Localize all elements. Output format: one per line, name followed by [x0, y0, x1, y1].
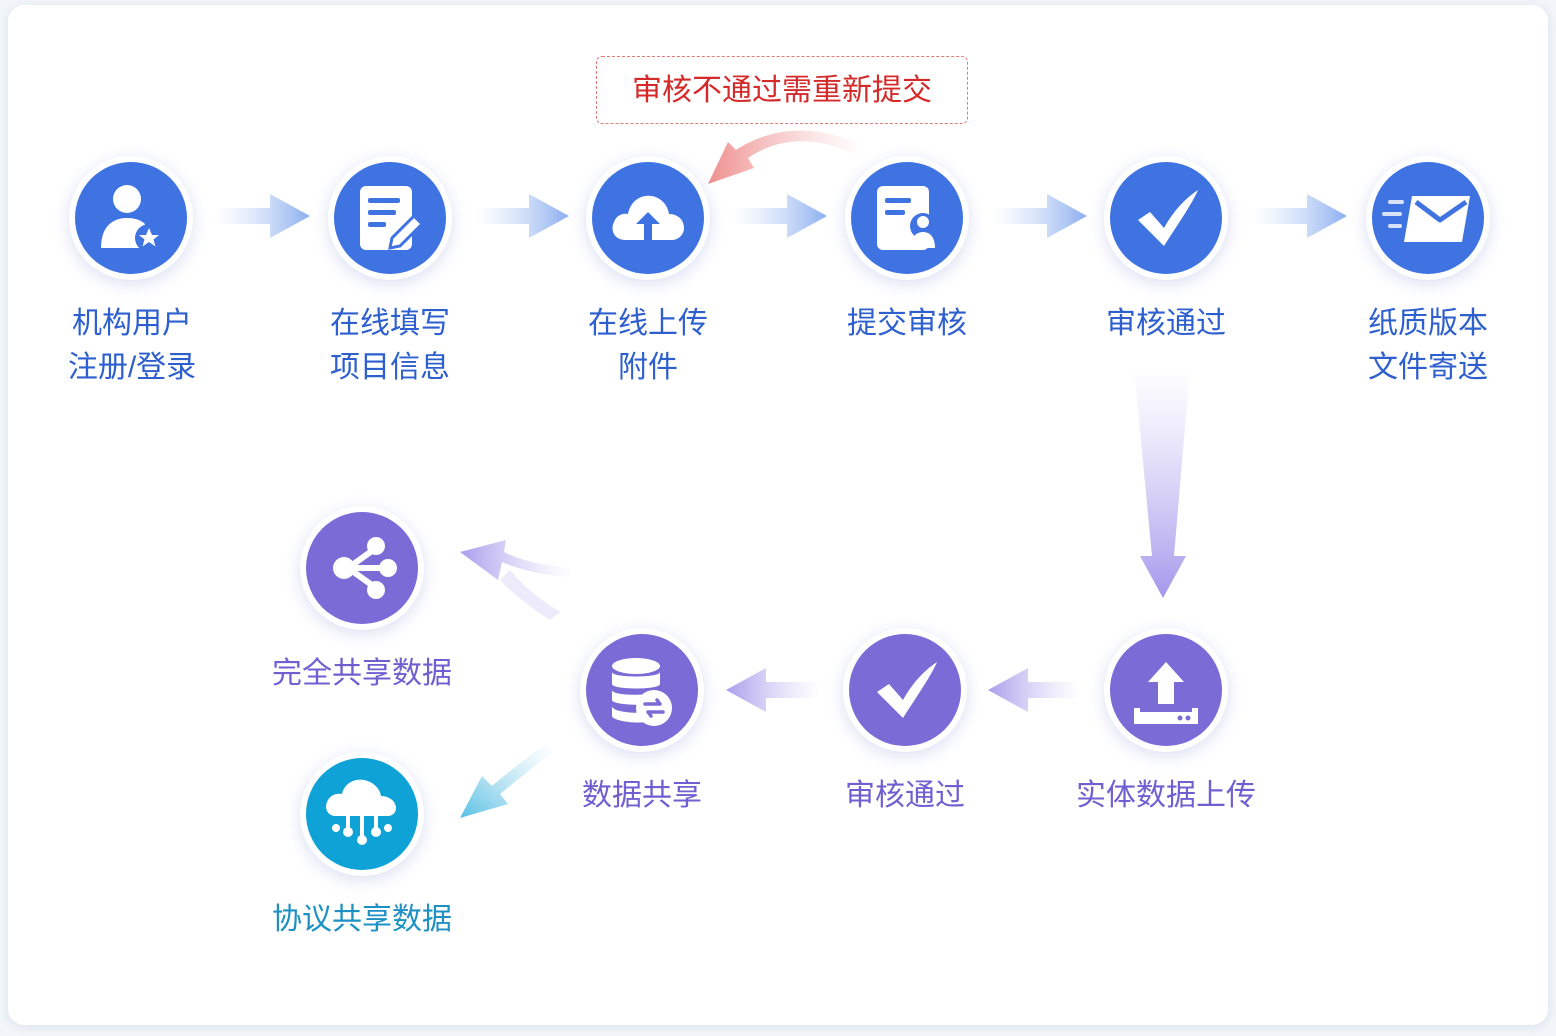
label-approved: 审核通过: [1106, 307, 1226, 340]
node-submit-review[interactable]: [845, 156, 969, 280]
label-data-sharing: 数据共享: [582, 779, 702, 812]
arrow-8-9: [726, 668, 820, 712]
arrow-1-2: [215, 194, 310, 238]
label-physical-upload: 实体数据上传: [1076, 779, 1256, 812]
label-register: 机构用户注册/登录: [67, 307, 197, 384]
node-upload-attachment[interactable]: [586, 156, 710, 280]
node-full-share[interactable]: [300, 506, 424, 630]
database-sync-icon: [612, 658, 672, 726]
arrow-7-8: [988, 668, 1080, 712]
arrow-5-6: [1252, 194, 1347, 238]
arrow-2-3: [474, 194, 569, 238]
cloud-upload-icon: [612, 195, 684, 240]
cloud-network-icon: [326, 779, 396, 845]
node-fill-info[interactable]: [328, 156, 452, 280]
diagram-card: [8, 5, 1548, 1025]
label-submit-review: 提交审核: [847, 307, 967, 340]
node-agreement-share[interactable]: [300, 752, 424, 876]
server-upload-icon: [1134, 662, 1198, 724]
arrow-4-5: [992, 194, 1087, 238]
user-star-icon: [101, 185, 163, 252]
node-physical-upload[interactable]: [1104, 628, 1228, 752]
label-full-share: 完全共享数据: [272, 657, 452, 690]
node-data-sharing[interactable]: [580, 628, 704, 752]
label-agreement-share: 协议共享数据: [272, 903, 452, 936]
document-user-icon: [877, 186, 936, 250]
share-icon: [333, 537, 397, 599]
label-fill-info: 在线填写项目信息: [330, 307, 450, 384]
label-upload-attachment: 在线上传附件: [588, 307, 708, 384]
edit-form-icon: [360, 186, 425, 250]
node-approved-2[interactable]: [843, 628, 967, 752]
node-register[interactable]: [69, 156, 193, 280]
checkmark-icon: [877, 662, 937, 718]
node-paper-mail[interactable]: [1366, 156, 1490, 280]
arrow-9-10: [460, 540, 572, 620]
arrow-3-4: [732, 194, 827, 238]
reject-note: 审核不通过需重新提交: [596, 56, 968, 124]
checkmark-icon: [1138, 190, 1198, 246]
reject-arrow: [708, 130, 862, 184]
label-paper-mail: 纸质版本文件寄送: [1368, 307, 1488, 384]
label-approved-2: 审核通过: [845, 779, 965, 812]
mail-send-icon: [1382, 196, 1470, 242]
arrow-9-11: [460, 744, 552, 818]
arrow-5-down: [1134, 368, 1190, 598]
node-approved[interactable]: [1104, 156, 1228, 280]
